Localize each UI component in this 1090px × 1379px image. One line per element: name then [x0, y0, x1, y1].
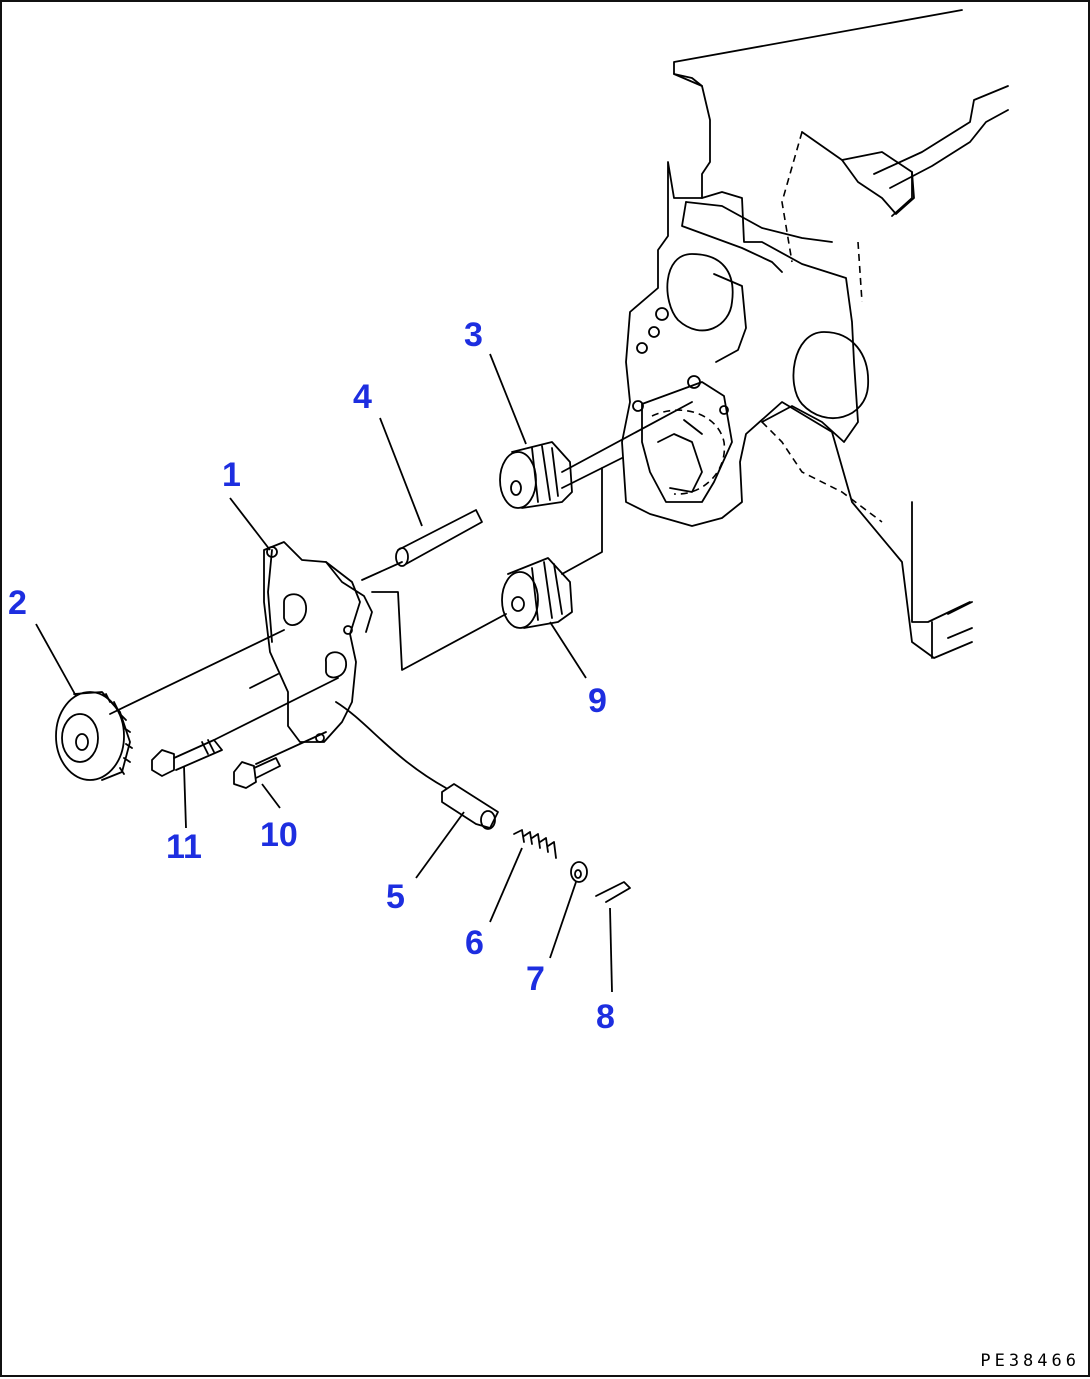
- driven-gear: [499, 441, 573, 509]
- callout-7: 7: [526, 960, 545, 998]
- gear-part-9: [501, 557, 573, 629]
- engine-block: [621, 9, 1009, 659]
- callout-3: 3: [464, 316, 483, 354]
- spring: [513, 829, 557, 859]
- callout-10: 10: [260, 816, 298, 854]
- shaft: [395, 509, 483, 567]
- cotter-pin: [595, 881, 631, 903]
- washer: [570, 861, 588, 883]
- callout-6: 6: [465, 924, 484, 962]
- short-bolt: [233, 757, 281, 789]
- assembly-axes: [109, 401, 703, 789]
- long-bolt: [151, 739, 223, 777]
- relief-valve: [441, 783, 499, 830]
- callout-1: 1: [222, 456, 241, 494]
- callout-5: 5: [386, 878, 405, 916]
- callout-2: 2: [8, 584, 27, 622]
- callout-8: 8: [596, 998, 615, 1036]
- leader-lines: [35, 353, 613, 993]
- callout-11: 11: [166, 828, 202, 866]
- drive-gear: [55, 691, 133, 781]
- oil-pump-body: [249, 541, 373, 743]
- callout-4: 4: [353, 378, 372, 416]
- drawing-code: PE38466: [980, 1351, 1080, 1371]
- callout-9: 9: [588, 682, 607, 720]
